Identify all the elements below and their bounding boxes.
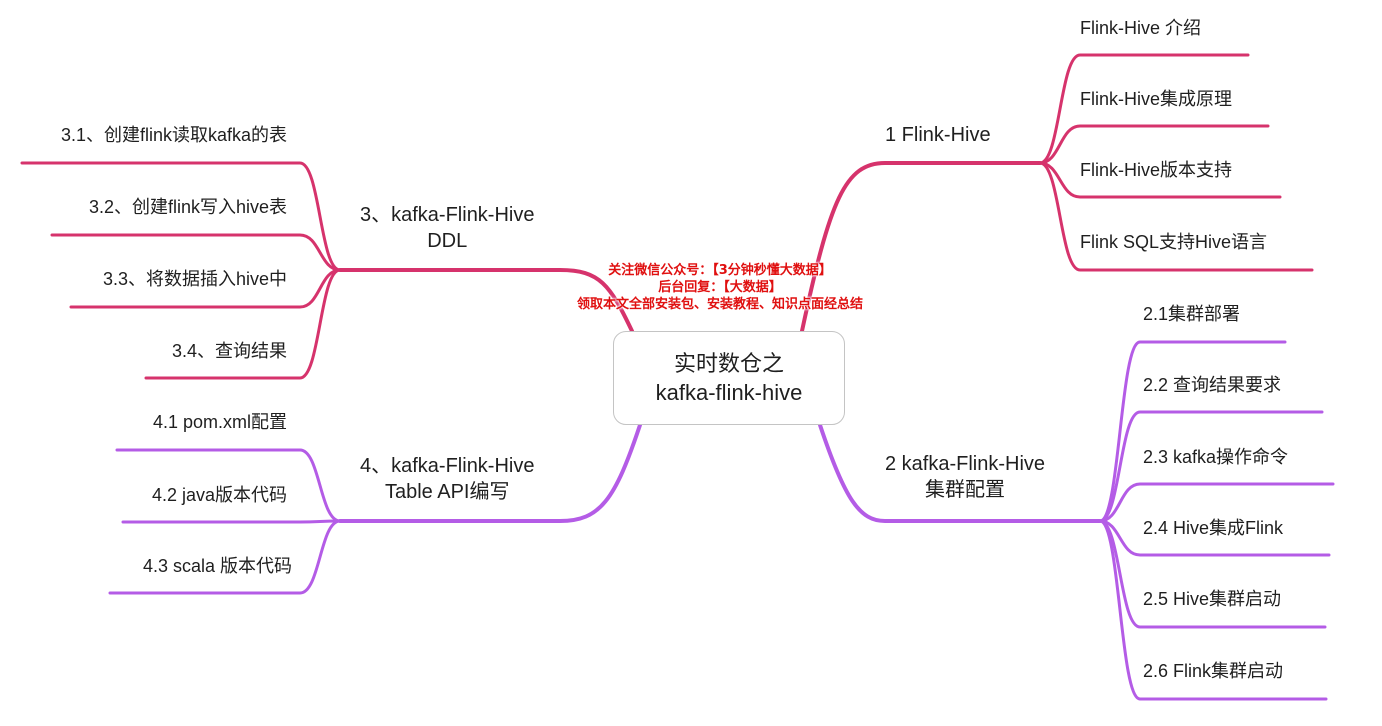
connector-b2-leaf-1	[1098, 410, 1324, 523]
connector-b3-trunk	[338, 268, 634, 333]
connector-b2-leaf-0	[1098, 340, 1287, 523]
connector-b1-leaf-2	[1038, 161, 1282, 199]
connector-b1-leaf-3	[1038, 161, 1314, 272]
leaf-create-kafka-source[interactable]: 3.1、创建flink读取kafka的表	[60, 125, 287, 145]
leaf-hive-cluster-start[interactable]: 2.5 Hive集群启动	[1143, 589, 1282, 609]
watermark-notice: 关注微信公众号：【3分钟秒懂大数据】 后台回复：【大数据】 领取本文全部安装包、…	[576, 263, 863, 312]
connector-b1-leaf-1	[1038, 124, 1270, 165]
connector-b3-leaf-3	[144, 268, 342, 380]
connector-b1-leaf-0	[1038, 53, 1250, 165]
root-title-line1: 实时数仓之	[673, 351, 784, 376]
connector-b2-leaf-2	[1098, 482, 1335, 523]
root-title-line2: kafka-flink-hive	[655, 380, 803, 405]
connector-b2-trunk	[818, 423, 1102, 523]
leaf-flink-hive-intro[interactable]: Flink-Hive 介绍	[1080, 18, 1202, 38]
branch-cluster-config-label[interactable]: 2 kafka-Flink-Hive 集群配置	[885, 453, 1046, 501]
leaf-flink-hive-version[interactable]: Flink-Hive版本支持	[1080, 160, 1233, 180]
branch-flink-hive-label[interactable]: 1 Flink-Hive	[885, 124, 991, 146]
connector-b3-leaf-2	[69, 268, 342, 309]
leaf-cluster-deploy[interactable]: 2.1集群部署	[1143, 304, 1241, 324]
leaf-flink-sql-hive-dialect[interactable]: Flink SQL支持Hive语言	[1080, 232, 1268, 252]
connector-b2-leaf-3	[1098, 519, 1331, 557]
connector-b4-trunk	[338, 423, 642, 523]
leaf-query-result-req[interactable]: 2.2 查询结果要求	[1143, 375, 1282, 395]
leaf-create-hive-sink[interactable]: 3.2、创建flink写入hive表	[88, 197, 287, 217]
leaf-java-code[interactable]: 4.2 java版本代码	[151, 485, 287, 505]
branch-ddl-label[interactable]: 3、kafka-Flink-Hive DDL	[360, 204, 535, 252]
connector-b4-leaf-1	[121, 519, 342, 524]
leaf-pom-config[interactable]: 4.1 pom.xml配置	[152, 412, 287, 432]
connector-b4-leaf-0	[115, 448, 342, 523]
leaf-kafka-commands[interactable]: 2.3 kafka操作命令	[1143, 447, 1289, 467]
leaf-scala-code[interactable]: 4.3 scala 版本代码	[142, 556, 292, 576]
leaf-flink-hive-principle[interactable]: Flink-Hive集成原理	[1080, 89, 1233, 109]
branch-table-api-label[interactable]: 4、kafka-Flink-Hive Table API编写	[360, 455, 535, 503]
connector-b3-leaf-0	[20, 161, 342, 272]
connector-b3-leaf-1	[50, 233, 342, 272]
leaf-insert-into-hive[interactable]: 3.3、将数据插入hive中	[102, 269, 287, 289]
root-node[interactable]: 实时数仓之 kafka-flink-hive	[613, 331, 845, 425]
leaf-query-result[interactable]: 3.4、查询结果	[171, 341, 287, 361]
leaf-hive-integrate-flink[interactable]: 2.4 Hive集成Flink	[1143, 518, 1284, 538]
connector-b2-leaf-5	[1098, 519, 1328, 701]
leaf-flink-cluster-start[interactable]: 2.6 Flink集群启动	[1143, 661, 1284, 681]
connector-b4-leaf-2	[108, 519, 342, 595]
connector-b1-trunk	[800, 161, 1042, 333]
